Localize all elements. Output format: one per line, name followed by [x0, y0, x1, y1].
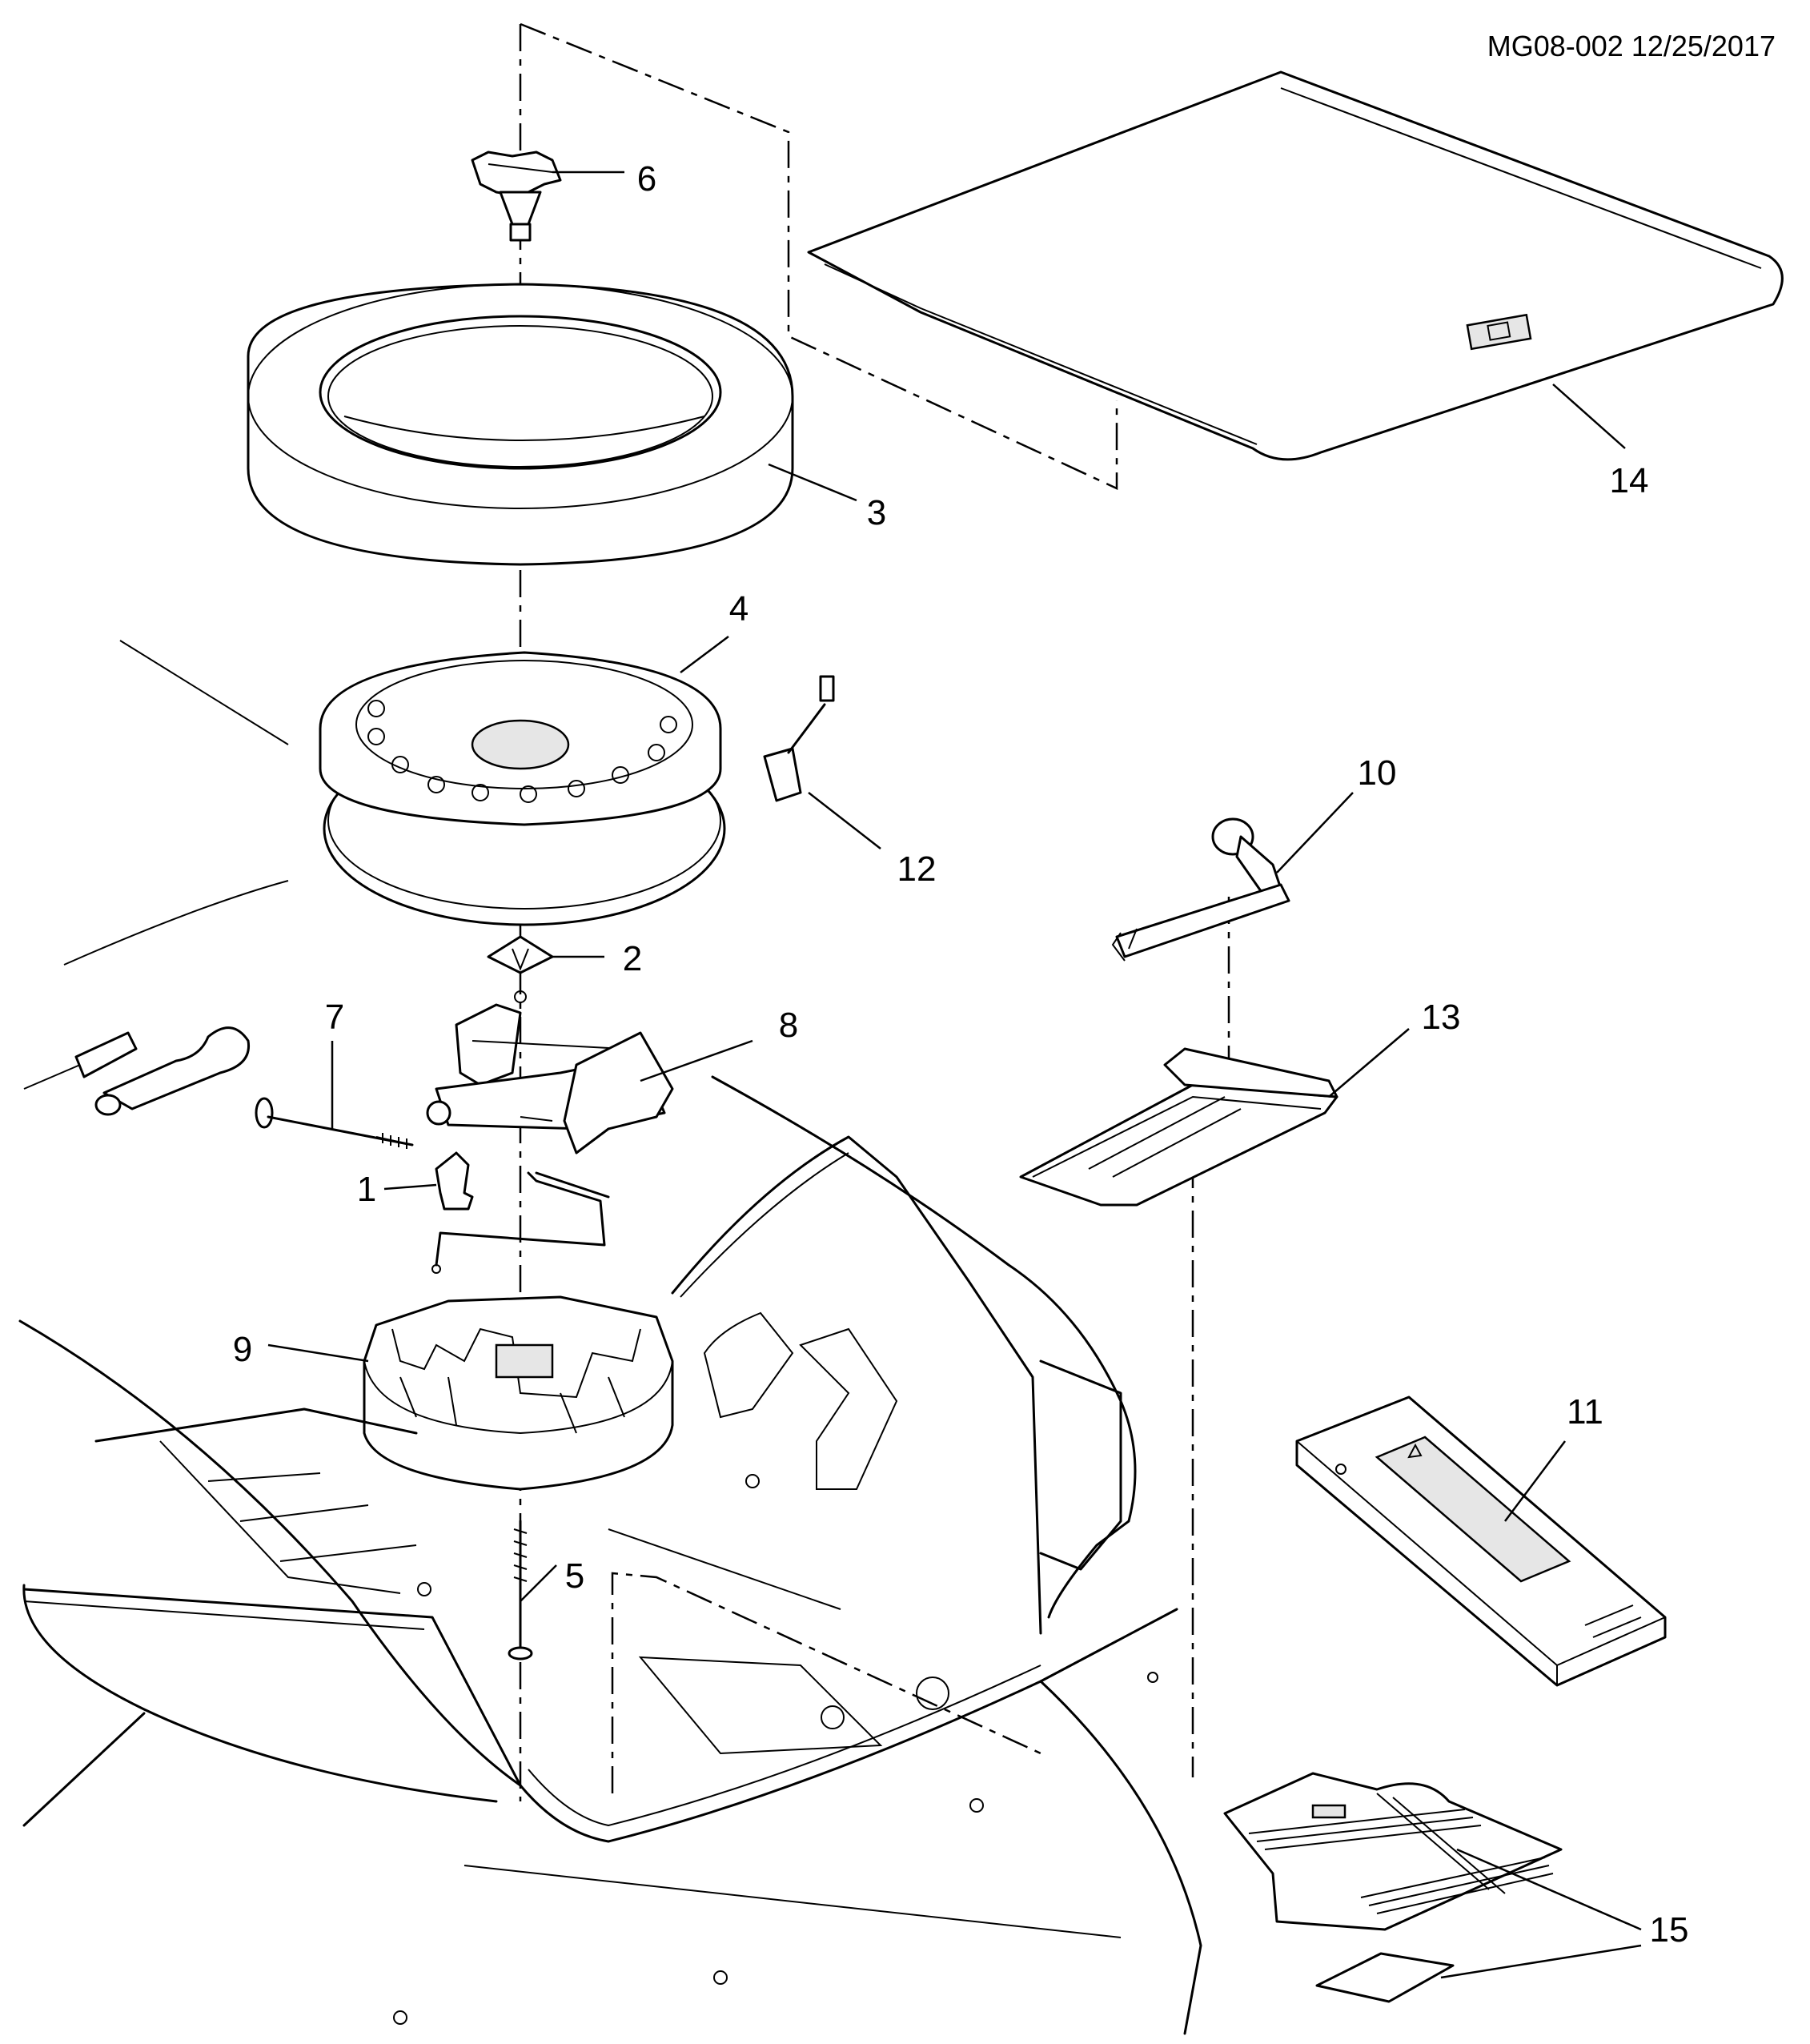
callout-12: 12: [897, 849, 937, 889]
tray-bolt: [508, 1520, 533, 1660]
callout-1: 1: [357, 1170, 376, 1209]
callout-2: 2: [623, 939, 642, 978]
retaining-clip: [435, 1151, 474, 1211]
spare-tire: [247, 283, 794, 566]
callout-9: 9: [233, 1330, 252, 1369]
callout-4: 4: [729, 589, 748, 628]
spare-wheel-rim: [63, 640, 726, 966]
mat-insert: [1315, 1952, 1455, 2003]
callout-6: 6: [637, 159, 656, 199]
cargo-floor-cover: [807, 70, 1784, 461]
tools: [23, 1026, 251, 1116]
callout-3: 3: [867, 493, 886, 532]
jack-bolt: [255, 1097, 414, 1149]
jack-handle: [431, 1171, 610, 1274]
storage-box: [1295, 1395, 1667, 1687]
trunk-mat: [1223, 1772, 1563, 1931]
callout-13: 13: [1422, 998, 1461, 1037]
callout-11: 11: [1567, 1392, 1603, 1432]
assembly-axis: [519, 22, 1230, 1801]
callout-8: 8: [779, 1006, 798, 1045]
vehicle-rear-body: [18, 1075, 1202, 2035]
callout-5: 5: [565, 1556, 584, 1596]
rim-holes: [367, 700, 677, 803]
reference-code: MG08-002 12/25/2017: [1487, 30, 1776, 62]
tool-bag: [1019, 1047, 1338, 1207]
tire-pressure-sensor: [763, 675, 835, 802]
callout-14: 14: [1610, 461, 1649, 500]
jack: [426, 1003, 674, 1155]
callout-labels: 6 3 4 12 2 7 8 1 9 5 10 13 11 14 15: [233, 159, 1689, 1950]
spare-wheel-nut: [471, 151, 562, 242]
jack-storage-tray: [363, 1295, 674, 1491]
callout-7: 7: [325, 998, 344, 1037]
wheel-wrench: [1111, 817, 1290, 962]
callout-10: 10: [1358, 753, 1397, 793]
callout-15: 15: [1650, 1910, 1689, 1950]
leader-lines: [267, 171, 1642, 1979]
